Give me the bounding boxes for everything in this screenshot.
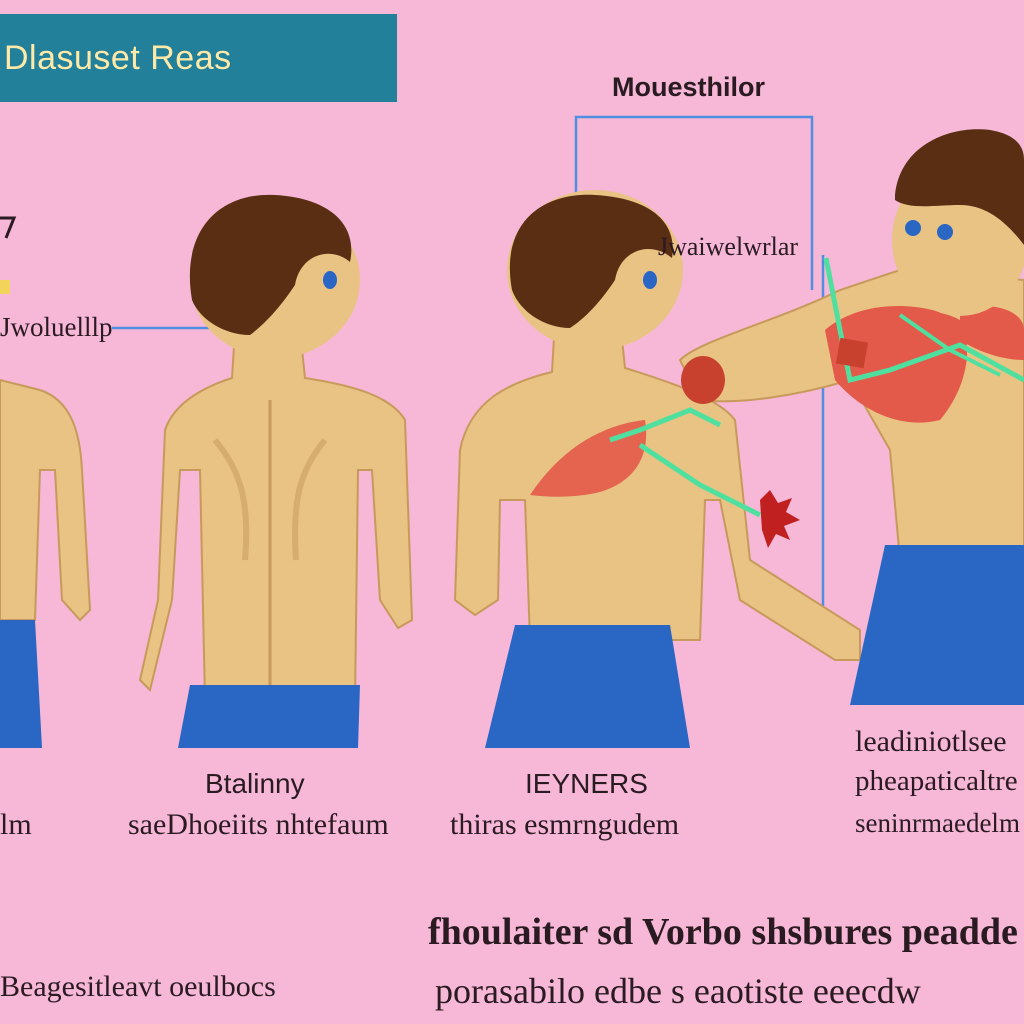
caption-c-line: thiras esmrngudem <box>450 808 680 841</box>
figure-3 <box>453 190 861 748</box>
right-block-1: leadiniotlsee <box>855 725 1007 758</box>
figure-1 <box>0 378 92 748</box>
caption-b-line: saeDhoeiits nhtefaum <box>128 808 389 841</box>
bottom-line-3: porasabilo edbe s eaotiste eeecdw <box>435 971 921 1011</box>
label-top-right: Mouesthilor <box>612 72 765 102</box>
title-banner: Dlasuset Reas <box>0 14 397 102</box>
right-block-3: seninrmaedelm <box>855 808 1020 838</box>
figure-4 <box>678 129 1024 705</box>
bottom-line-1: fhoulaiter sd Vorbo shsbures peadde <box>428 911 1018 953</box>
caption-c-heading: IEYNERS <box>525 768 648 799</box>
edge-markers <box>0 216 17 294</box>
bottom-line-2: Beagesitleavt oeulbocs <box>0 970 276 1003</box>
label-middle-pointer: Jwaiwelwrlar <box>658 232 799 261</box>
label-left-pointer: Jwoluelllp <box>0 312 113 342</box>
caption-b-heading: Btalinny <box>205 768 305 799</box>
figure-2 <box>138 194 414 748</box>
title-text: Dlasuset Reas <box>4 38 232 77</box>
caption-a-line: lm <box>0 808 32 841</box>
right-block-2: pheapaticaltre <box>855 765 1018 797</box>
